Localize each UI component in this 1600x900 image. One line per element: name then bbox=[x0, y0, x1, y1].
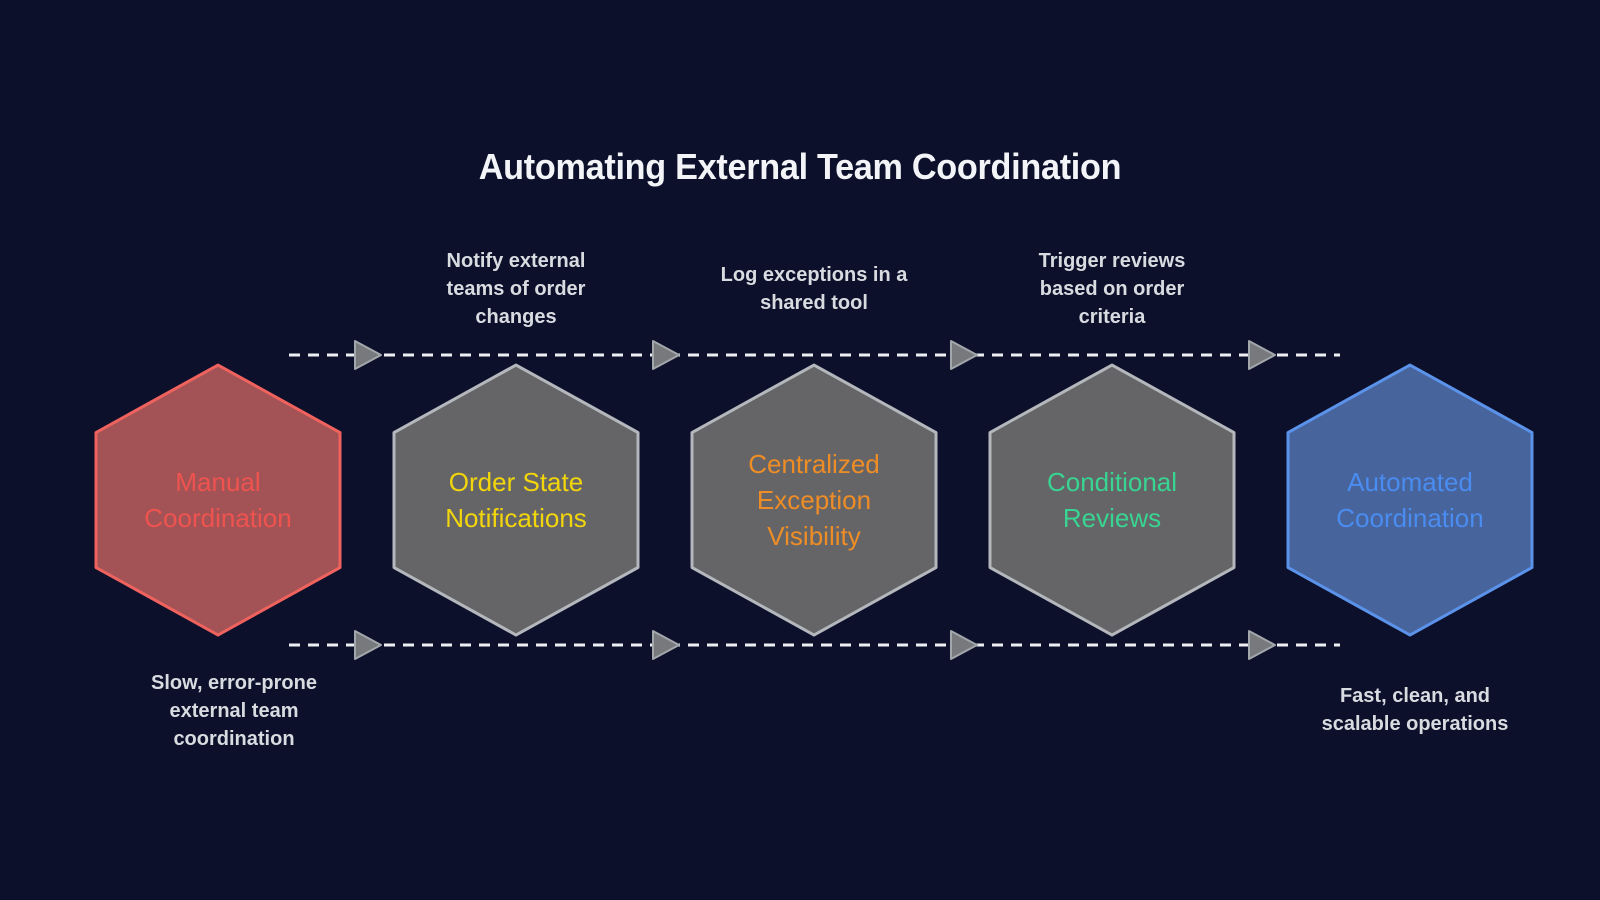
diagram-title: Automating External Team Coordination bbox=[478, 146, 1122, 187]
hexagon-manual-coordination bbox=[94, 363, 342, 637]
arrowhead-icon bbox=[652, 340, 680, 370]
hexagon-centralized-exception-visibility bbox=[690, 363, 938, 637]
arrowhead-icon bbox=[1248, 340, 1276, 370]
step-label-order-state-notifications: Order State Notifications bbox=[445, 467, 587, 533]
arrowhead-icon bbox=[1248, 630, 1276, 660]
arrowhead-icon bbox=[652, 630, 680, 660]
step-label-automated-coordination: Automated Coordination bbox=[1336, 467, 1484, 533]
transition-label-log-exceptions: Log exceptions in a shared tool bbox=[720, 264, 908, 314]
arrowhead-icon bbox=[950, 340, 978, 370]
hexagon-order-state-notifications bbox=[392, 363, 640, 637]
step-label-manual-coordination: Manual Coordination bbox=[144, 467, 292, 533]
note-start-state: Slow, error-prone external team coordina… bbox=[151, 672, 317, 750]
transition-label-notify-external-teams: Notify external teams of order changes bbox=[446, 250, 586, 328]
step-label-conditional-reviews: Conditional Reviews bbox=[1046, 467, 1178, 533]
note-end-state: Fast, clean, and scalable operations bbox=[1321, 685, 1509, 735]
transition-label-trigger-reviews: Trigger reviews based on order criteria bbox=[1038, 250, 1186, 328]
arrowhead-icon bbox=[354, 630, 382, 660]
step-label-centralized-exception-visibility: Centralized Exception Visibility bbox=[748, 449, 880, 551]
arrowhead-icon bbox=[950, 630, 978, 660]
hexagon-automated-coordination bbox=[1286, 363, 1534, 637]
hexagon-conditional-reviews bbox=[988, 363, 1236, 637]
arrowhead-icon bbox=[354, 340, 382, 370]
